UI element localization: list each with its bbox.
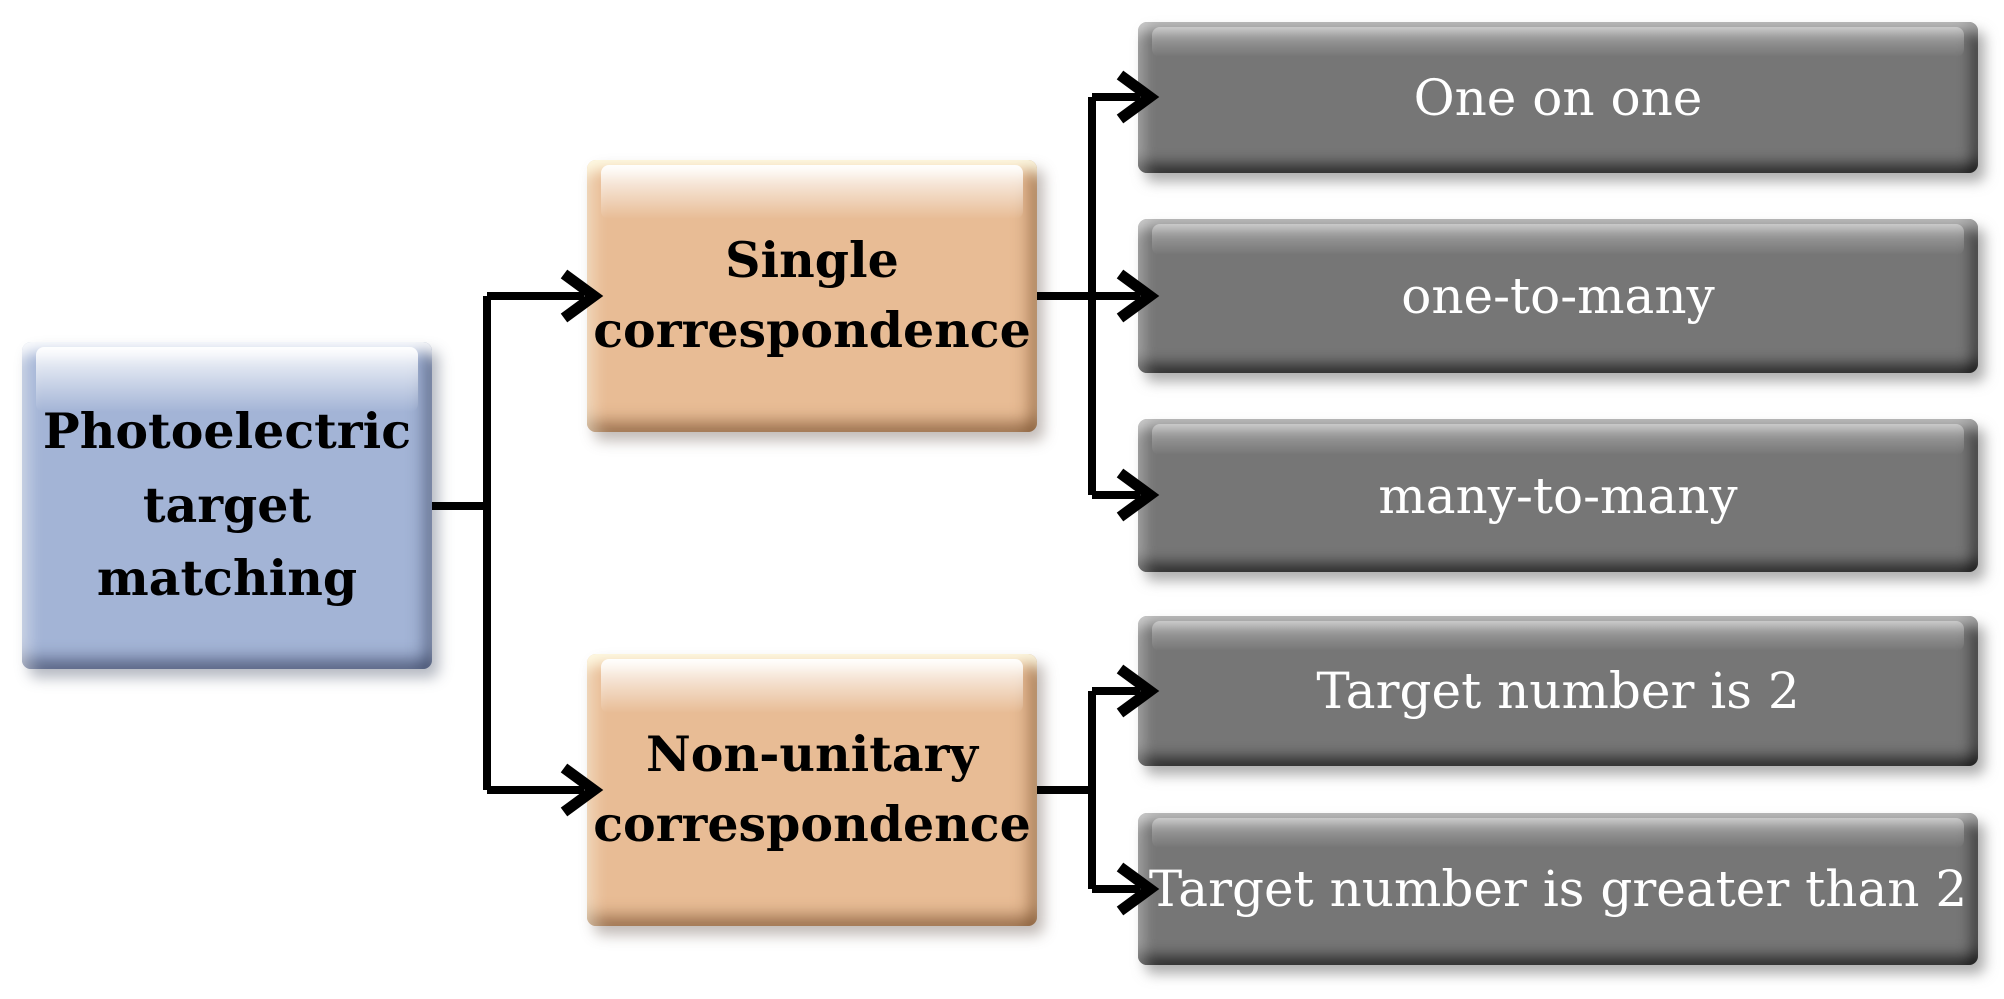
- root-node-label: Photoelectric target matching: [42, 402, 412, 608]
- bevel-highlight: [1152, 818, 1964, 849]
- bevel-highlight: [1152, 621, 1964, 651]
- bevel-highlight: [601, 165, 1023, 220]
- bevel-highlight: [1152, 424, 1964, 455]
- bevel-highlight: [1152, 27, 1964, 58]
- branch-node-non-unitary-correspondence: Non-unitary correspondence: [587, 654, 1037, 926]
- branch-node-label: Non-unitary correspondence: [593, 725, 1031, 853]
- leaf-node-label: One on one: [1413, 68, 1703, 127]
- leaf-node-label: Target number is 2: [1316, 662, 1800, 720]
- root-node-photoelectric-target-matching: Photoelectric target matching: [22, 342, 432, 669]
- leaf-node-one-on-one: One on one: [1138, 22, 1978, 173]
- leaf-node-target-number-greater-than-2: Target number is greater than 2: [1138, 813, 1978, 965]
- leaf-node-label: one-to-many: [1401, 267, 1715, 325]
- bevel-highlight: [1152, 224, 1964, 255]
- leaf-node-many-to-many: many-to-many: [1138, 419, 1978, 572]
- leaf-node-one-to-many: one-to-many: [1138, 219, 1978, 373]
- leaf-node-target-number-is-2: Target number is 2: [1138, 616, 1978, 766]
- branch-node-single-correspondence: Single correspondence: [587, 160, 1037, 432]
- bevel-highlight: [601, 659, 1023, 714]
- branch-node-label: Single correspondence: [593, 231, 1031, 359]
- leaf-node-label: Target number is greater than 2: [1148, 860, 1968, 918]
- leaf-node-label: many-to-many: [1378, 466, 1738, 525]
